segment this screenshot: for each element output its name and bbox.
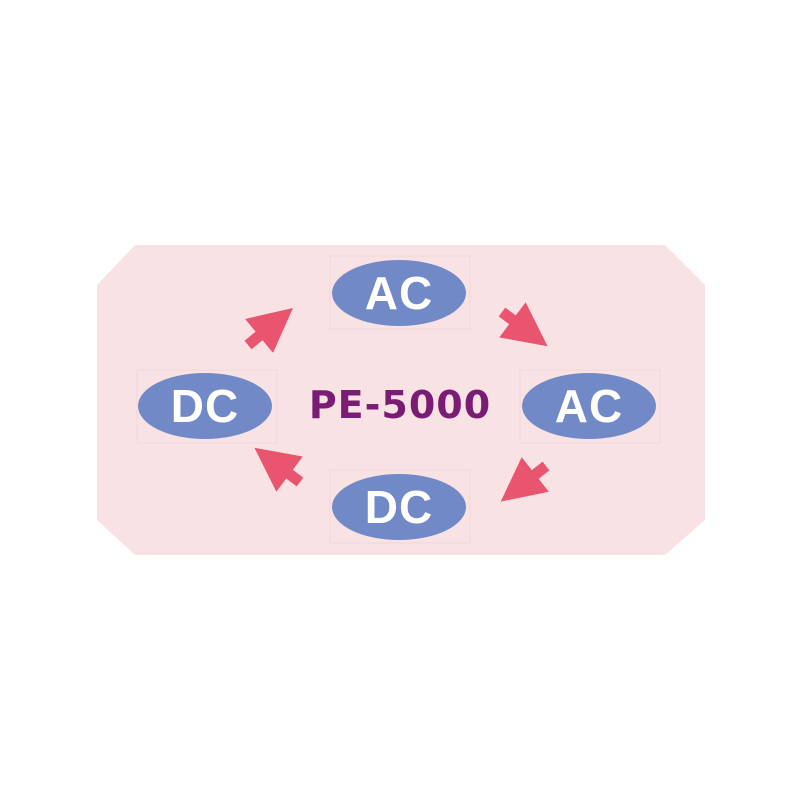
node-ac-right: AC <box>522 373 656 439</box>
node-frame-top <box>329 255 471 330</box>
node-frame-bottom <box>329 469 471 544</box>
node-frame-right <box>519 369 661 444</box>
node-dc-bottom: DC <box>332 474 466 540</box>
node-ac-top-label: AC <box>365 267 433 319</box>
node-dc-left-label: DC <box>171 380 239 432</box>
node-dc-bottom-label: DC <box>365 481 433 533</box>
node-ac-top: AC <box>332 260 466 326</box>
center-label: PE-5000 <box>309 383 491 427</box>
arrow-ac-top-to-ac-right <box>498 302 548 347</box>
node-ac-right-label: AC <box>555 380 623 432</box>
node-dc-left: DC <box>138 373 272 439</box>
arrow-ac-right-to-dc-bottom <box>500 457 550 502</box>
arrow-dc-bottom-to-dc-left <box>254 447 304 492</box>
node-frame-left <box>136 369 278 444</box>
arrow-dc-to-ac-top <box>244 308 293 353</box>
